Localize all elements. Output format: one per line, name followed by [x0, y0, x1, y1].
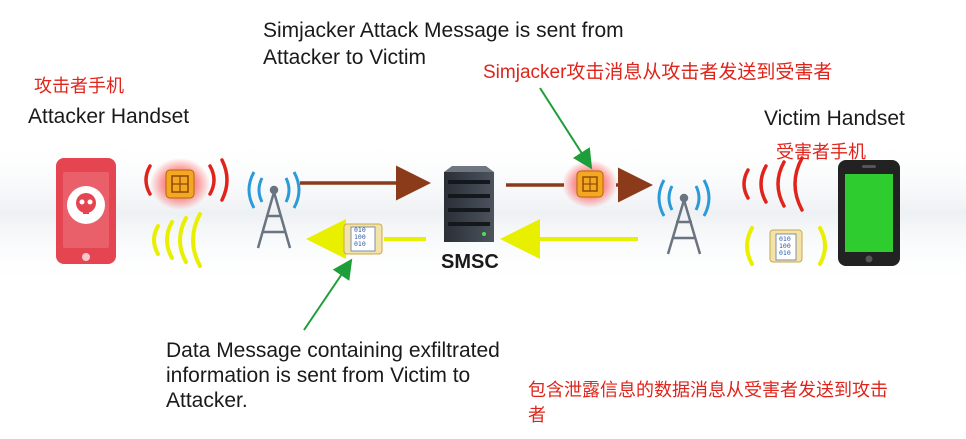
attacker-red-waves: [144, 158, 229, 202]
skull-icon: [67, 186, 105, 224]
victim-label-cn: 受害者手机: [776, 142, 866, 162]
victim-red-waves: [742, 156, 804, 212]
bottom-message-cn: 包含泄露信息的数据消息从受害者发送到攻击 者: [528, 380, 888, 425]
attacker-label-cn: 攻击者手机: [34, 76, 124, 96]
data-document-label: 010 100 010: [779, 235, 791, 257]
attacker-phone: [56, 158, 116, 264]
data-document-label: 010 100 010: [354, 226, 366, 248]
smsc-label: SMSC: [441, 251, 499, 273]
data-document-icon: [343, 223, 383, 255]
annotation-arrow-bottom: [303, 258, 353, 331]
server-icon: [444, 166, 494, 242]
attacker-yellow-waves: [152, 212, 202, 268]
sim-card-icon: [562, 160, 618, 208]
victim-label-en: Victim Handset: [764, 107, 905, 130]
top-message-cn: Simjacker攻击消息从攻击者发送到受害者: [483, 62, 833, 83]
top-message-en: Simjacker Attack Message is sent from At…: [263, 19, 624, 69]
sim-card-icon: [150, 158, 210, 210]
data-document-icon: [769, 229, 803, 263]
victim-yellow-waves: [745, 226, 827, 266]
victim-phone: [838, 160, 900, 266]
cell-tower-icon: [247, 171, 301, 249]
cell-tower-icon: [657, 179, 711, 255]
annotation-arrow-top: [539, 87, 593, 170]
attacker-label-en: Attacker Handset: [28, 105, 190, 128]
bottom-message-en: Data Message containing exfiltrated info…: [166, 339, 500, 413]
